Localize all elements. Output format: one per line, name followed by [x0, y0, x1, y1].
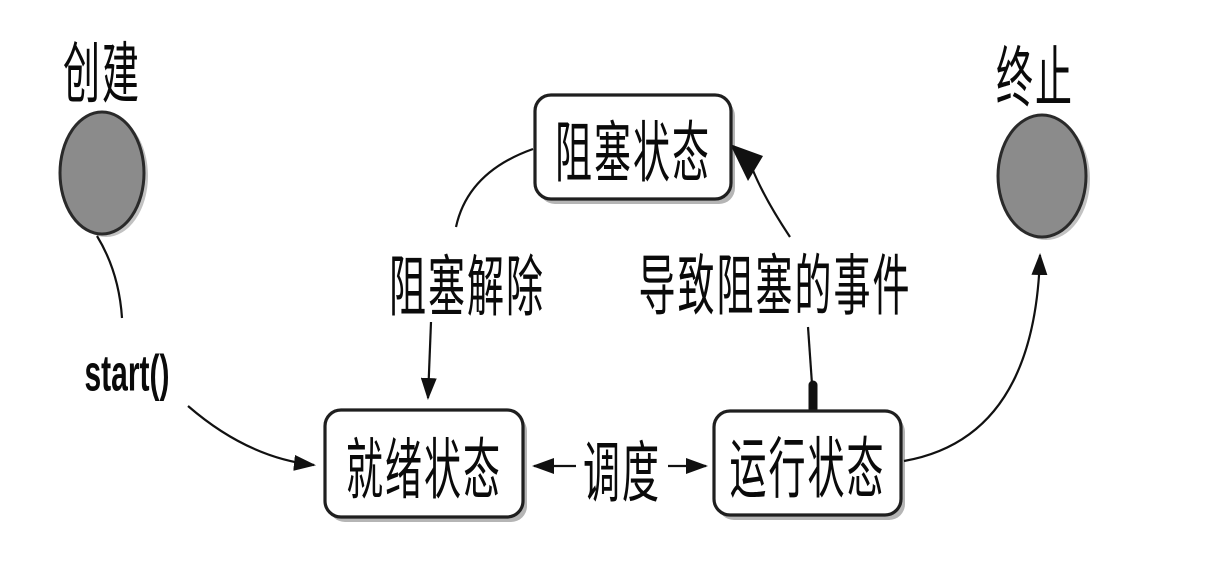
terminate-label-text: 终止: [996, 41, 1074, 116]
edge-start-call-arrow-to-ready: [187, 405, 316, 471]
start-call-label-text: start(): [84, 345, 170, 402]
edge-blocking-event-arrowhead: [730, 144, 763, 181]
unblock-label-text: 阻塞解除: [389, 250, 545, 325]
ready-state-box: [323, 408, 525, 519]
blocked-state-label: 阻塞状态: [535, 95, 731, 199]
edge-blocking-event-line-from-running: [806, 326, 814, 385]
ready-state-label: 就绪状态: [325, 410, 523, 517]
create-label: 创建: [42, 37, 162, 111]
schedule-label-text: 调度: [583, 436, 661, 511]
edge-finish-arrow-to-terminate: [903, 253, 1048, 463]
running-state-box: [712, 409, 903, 517]
edge-unblock-curve-from-blocked: [454, 147, 534, 228]
blocked-state-label-text: 阻塞状态: [555, 116, 711, 191]
create-circle: [58, 110, 146, 236]
edge-blocking-event-curve-to-blocked: [750, 167, 791, 238]
blocking-event-label-text: 导致阻塞的事件: [638, 249, 912, 324]
blocking-event-label: 导致阻塞的事件: [622, 249, 928, 323]
unblock-label: 阻塞解除: [377, 250, 557, 324]
running-state-label: 运行状态: [714, 411, 901, 515]
start-call-label: start(): [57, 346, 197, 403]
schedule-label: 调度: [567, 436, 677, 510]
terminate-label: 终止: [975, 41, 1095, 115]
edge-start-call-segment-from-create: [96, 235, 124, 319]
create-label-text: 创建: [63, 37, 141, 112]
ready-state-label-text: 就绪状态: [346, 432, 502, 507]
edge-unblock-arrow-to-ready: [420, 321, 437, 400]
running-state-label-text: 运行状态: [729, 432, 886, 507]
blocked-state-box: [533, 93, 733, 201]
terminate-circle: [996, 113, 1088, 239]
